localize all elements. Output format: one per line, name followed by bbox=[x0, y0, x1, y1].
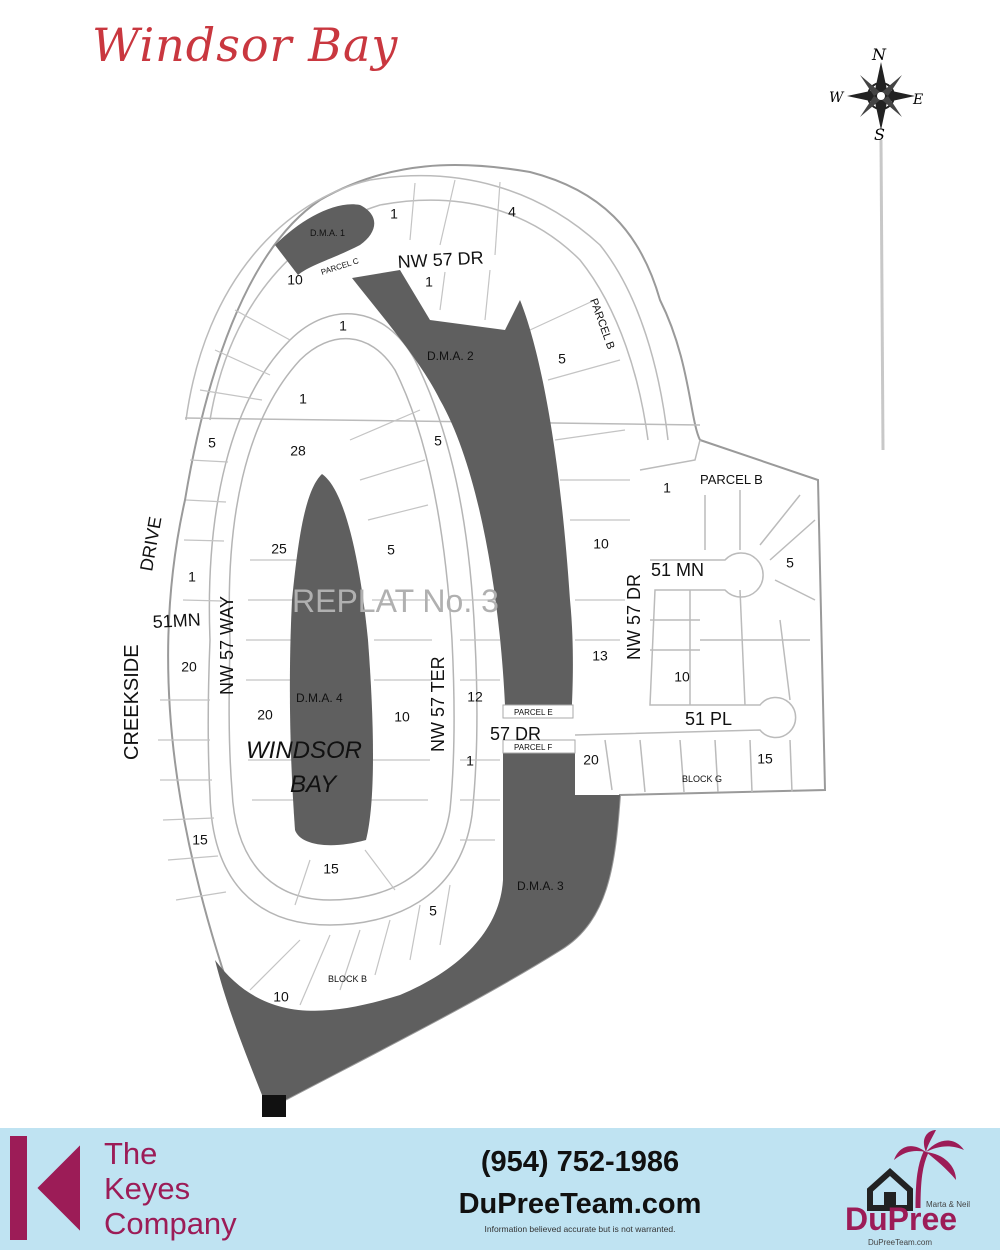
lot-number: 1 bbox=[339, 318, 347, 334]
lot-number: 1 bbox=[299, 391, 307, 407]
lot-number: 1 bbox=[663, 480, 671, 496]
compass-s: S bbox=[874, 125, 885, 144]
lot-number: 5 bbox=[786, 555, 794, 571]
bay-label-line2: BAY bbox=[290, 771, 338, 798]
lot-number: 13 bbox=[592, 648, 608, 664]
replat-label: REPLAT No. 3 bbox=[292, 583, 499, 619]
parcel-b-top-label: PARCEL B bbox=[700, 472, 763, 487]
footer-banner: The Keyes Company (954) 752-1986 DuPreeT… bbox=[0, 1128, 1000, 1250]
lot-number: 1 bbox=[466, 753, 474, 769]
street-nw57way: NW 57 WAY bbox=[217, 596, 237, 695]
compass-w: W bbox=[829, 90, 845, 106]
subdivision-map: N S E W bbox=[121, 45, 923, 1117]
keyes-company-name: The Keyes Company bbox=[104, 1136, 237, 1241]
dupree-house-palm-icon bbox=[867, 1130, 964, 1211]
street-nw57ter: NW 57 TER bbox=[428, 656, 448, 752]
company-line-1: The bbox=[104, 1136, 158, 1171]
lot-number: 15 bbox=[323, 861, 339, 877]
dma-1-label: D.M.A. 1 bbox=[310, 228, 345, 238]
street-51pl: 51 PL bbox=[685, 709, 732, 729]
lot-number: 10 bbox=[273, 989, 289, 1005]
corner-marker bbox=[262, 1095, 286, 1117]
street-nw57dr-top: NW 57 DR bbox=[397, 248, 484, 272]
compass-rose-icon: N S E W bbox=[829, 45, 923, 451]
parcel-e-label: PARCEL E bbox=[514, 708, 553, 717]
lot-number: 5 bbox=[208, 435, 216, 451]
dma-4-label: D.M.A. 4 bbox=[296, 691, 343, 705]
lot-number: 25 bbox=[271, 541, 287, 557]
lot-number: 1 bbox=[390, 206, 398, 222]
lot-number: 4 bbox=[508, 204, 516, 220]
contact-block: (954) 752-1986 DuPreeTeam.com Informatio… bbox=[380, 1144, 780, 1234]
lot-number: 20 bbox=[181, 659, 197, 675]
lot-number: 1 bbox=[188, 569, 196, 585]
lot-number: 5 bbox=[429, 903, 437, 919]
lot-number: 28 bbox=[290, 443, 306, 459]
dma-4-area bbox=[289, 474, 373, 846]
bay-label-line1: WINDSOR bbox=[246, 737, 362, 764]
lot-number: 10 bbox=[287, 272, 303, 288]
block-b-label: BLOCK B bbox=[328, 974, 367, 984]
lot-number: 5 bbox=[434, 433, 442, 449]
dma-1-area bbox=[275, 204, 375, 275]
map-title: Windsor Bay bbox=[92, 18, 399, 72]
compass-e: E bbox=[912, 92, 923, 108]
street-drive: DRIVE bbox=[136, 515, 165, 573]
lot-number: 10 bbox=[674, 669, 690, 685]
lot-number: 10 bbox=[394, 709, 410, 725]
lot-number: 20 bbox=[257, 707, 273, 723]
dma-3-label: D.M.A. 3 bbox=[517, 879, 564, 893]
dma-2-area bbox=[352, 270, 573, 705]
keyes-logo-icon bbox=[10, 1136, 80, 1240]
phone-number[interactable]: (954) 752-1986 bbox=[480, 1146, 680, 1178]
lot-number: 10 bbox=[593, 536, 609, 552]
lot-number: 12 bbox=[467, 689, 483, 705]
street-creekside: CREEKSIDE bbox=[121, 644, 143, 760]
street-51mn-right: 51 MN bbox=[651, 560, 704, 580]
dma-3-area bbox=[215, 752, 620, 1100]
lot-number: 5 bbox=[558, 351, 566, 367]
dupree-brand: DuPree bbox=[845, 1201, 958, 1237]
parcel-f-label: PARCEL F bbox=[514, 743, 552, 752]
disclaimer-text: Information believed accurate but is not… bbox=[484, 1224, 676, 1234]
lot-number: 15 bbox=[757, 751, 773, 767]
lot-number: 1 bbox=[425, 274, 433, 290]
lot-number: 20 bbox=[583, 752, 599, 768]
lot-number: 5 bbox=[387, 542, 395, 558]
dupree-site-text: DuPreeTeam.com bbox=[868, 1238, 933, 1247]
dupree-tagline: Marta & Neil bbox=[926, 1200, 971, 1209]
dma-2-label: D.M.A. 2 bbox=[427, 349, 474, 363]
street-57dr: 57 DR bbox=[490, 724, 541, 744]
street-51mn-left: 51MN bbox=[152, 610, 201, 632]
compass-n: N bbox=[871, 45, 887, 64]
company-line-2: Keyes bbox=[104, 1171, 191, 1206]
website-link[interactable]: DuPreeTeam.com bbox=[458, 1188, 702, 1220]
lot-number: 15 bbox=[192, 832, 208, 848]
company-line-3: Company bbox=[104, 1206, 237, 1241]
block-g-label: BLOCK G bbox=[682, 774, 722, 784]
street-nw57dr-right: NW 57 DR bbox=[624, 574, 644, 660]
